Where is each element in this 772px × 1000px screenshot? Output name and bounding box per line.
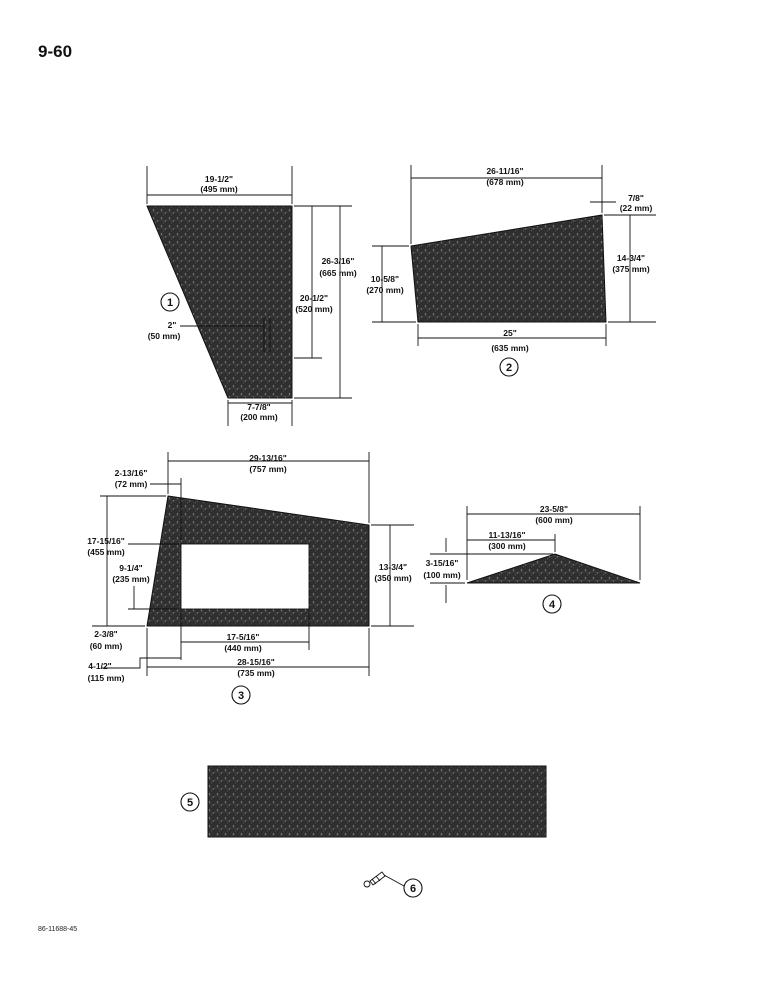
part-2-top-width-mm: (678 mm) — [486, 177, 523, 187]
callout-5: 5 — [180, 792, 200, 812]
part-4-panel — [466, 553, 641, 584]
part-3-opening-width: 17-5/16" — [227, 632, 260, 642]
part-3-left-offset-mm: (72 mm) — [115, 479, 148, 489]
svg-text:1: 1 — [167, 297, 173, 309]
part-2-right-height-mm: (375 mm) — [612, 264, 649, 274]
part-4-apex-offset-mm: (300 mm) — [488, 541, 525, 551]
part-3-bottom-offset: 2-3/8" — [94, 629, 117, 639]
part-5-panel — [207, 765, 547, 838]
svg-text:3: 3 — [238, 690, 244, 702]
part-1-inner-height-mm: (520 mm) — [295, 304, 332, 314]
callout-6: 6 — [403, 878, 423, 898]
screw-icon — [363, 871, 386, 888]
part-2-left-height-mm: (270 mm) — [366, 285, 403, 295]
part-2-bottom-width: 25" — [503, 328, 517, 338]
part-1-panel — [146, 205, 293, 399]
part-2-panel — [410, 214, 607, 323]
part-3-opening-offset-mm: (115 mm) — [88, 673, 125, 683]
part-3-left-height-mm: (455 mm) — [87, 547, 124, 557]
part-1-inner-height: 20-1/2" — [300, 293, 328, 303]
part-3-opening — [180, 543, 310, 610]
part-3-top-width-mm: (757 mm) — [249, 464, 286, 474]
part-1-bottom-width: 7-7/8" — [247, 402, 270, 412]
part-1-height-mm: (665 mm) — [319, 268, 356, 278]
part-4-height: 3-15/16" — [426, 558, 459, 568]
part-3: 29-13/16" (757 mm) 2-13/16" (72 mm) 17-1… — [87, 452, 414, 705]
part-1-top-width-mm: (495 mm) — [200, 184, 237, 194]
part-3-bottom-width-mm: (735 mm) — [237, 668, 274, 678]
callout-4: 4 — [542, 594, 562, 614]
part-1-bottom-width-mm: (200 mm) — [240, 412, 277, 422]
part-2: 26-11/16" (678 mm) 7/8" (22 mm) 10-5/8" … — [366, 165, 656, 377]
svg-text:4: 4 — [549, 599, 556, 611]
part-3-bottom-width: 28-15/16" — [237, 657, 275, 667]
footer-code: 86-11688-45 — [38, 926, 78, 933]
part-1-height: 26-3/16" — [322, 256, 355, 266]
part-2-top-width: 26-11/16" — [486, 166, 523, 176]
part-4-height-mm: (100 mm) — [423, 570, 460, 580]
part-5: 5 — [180, 765, 547, 838]
part-3-left-height: 17-15/16" — [87, 536, 125, 546]
part-3-opening-width-mm: (440 mm) — [224, 643, 261, 653]
part-2-right-height: 14-3/4" — [617, 253, 645, 263]
part-3-right-height: 13-3/4" — [379, 562, 407, 572]
part-4: 23-5/8" (600 mm) 11-13/16" (300 mm) 3-15… — [423, 504, 641, 614]
callout-3: 3 — [231, 685, 251, 705]
part-2-rise-mm: (22 mm) — [620, 203, 653, 213]
part-3-right-height-mm: (350 mm) — [374, 573, 411, 583]
callout-2: 2 — [499, 357, 519, 377]
part-2-bottom-width-mm: (635 mm) — [491, 343, 528, 353]
part-4-width-mm: (600 mm) — [535, 515, 572, 525]
svg-text:5: 5 — [187, 797, 193, 809]
part-3-opening-height-mm: (235 mm) — [112, 574, 149, 584]
part-1-offset: 2" — [168, 320, 177, 330]
part-4-apex-offset: 11-13/16" — [488, 530, 525, 540]
svg-text:6: 6 — [410, 883, 416, 895]
part-1: 19-1/2" (495 mm) 26-3/16" (665 mm) 20-1/… — [146, 166, 357, 426]
part-4-width: 23-5/8" — [540, 504, 568, 514]
part-1-top-width: 19-1/2" — [205, 174, 233, 184]
callout-1: 1 — [160, 292, 180, 312]
svg-text:2: 2 — [506, 362, 512, 374]
part-2-left-height: 10-5/8" — [371, 274, 399, 284]
part-3-bottom-offset-mm: (60 mm) — [90, 641, 123, 651]
part-6: 6 — [363, 871, 423, 898]
part-1-offset-mm: (50 mm) — [148, 331, 181, 341]
part-2-rise: 7/8" — [628, 193, 644, 203]
page-number: 9-60 — [38, 42, 73, 61]
part-3-opening-offset: 4-1/2" — [88, 661, 111, 671]
part-3-top-width: 29-13/16" — [249, 453, 287, 463]
part-3-opening-height: 9-1/4" — [119, 563, 142, 573]
part-3-left-offset: 2-13/16" — [115, 468, 148, 478]
